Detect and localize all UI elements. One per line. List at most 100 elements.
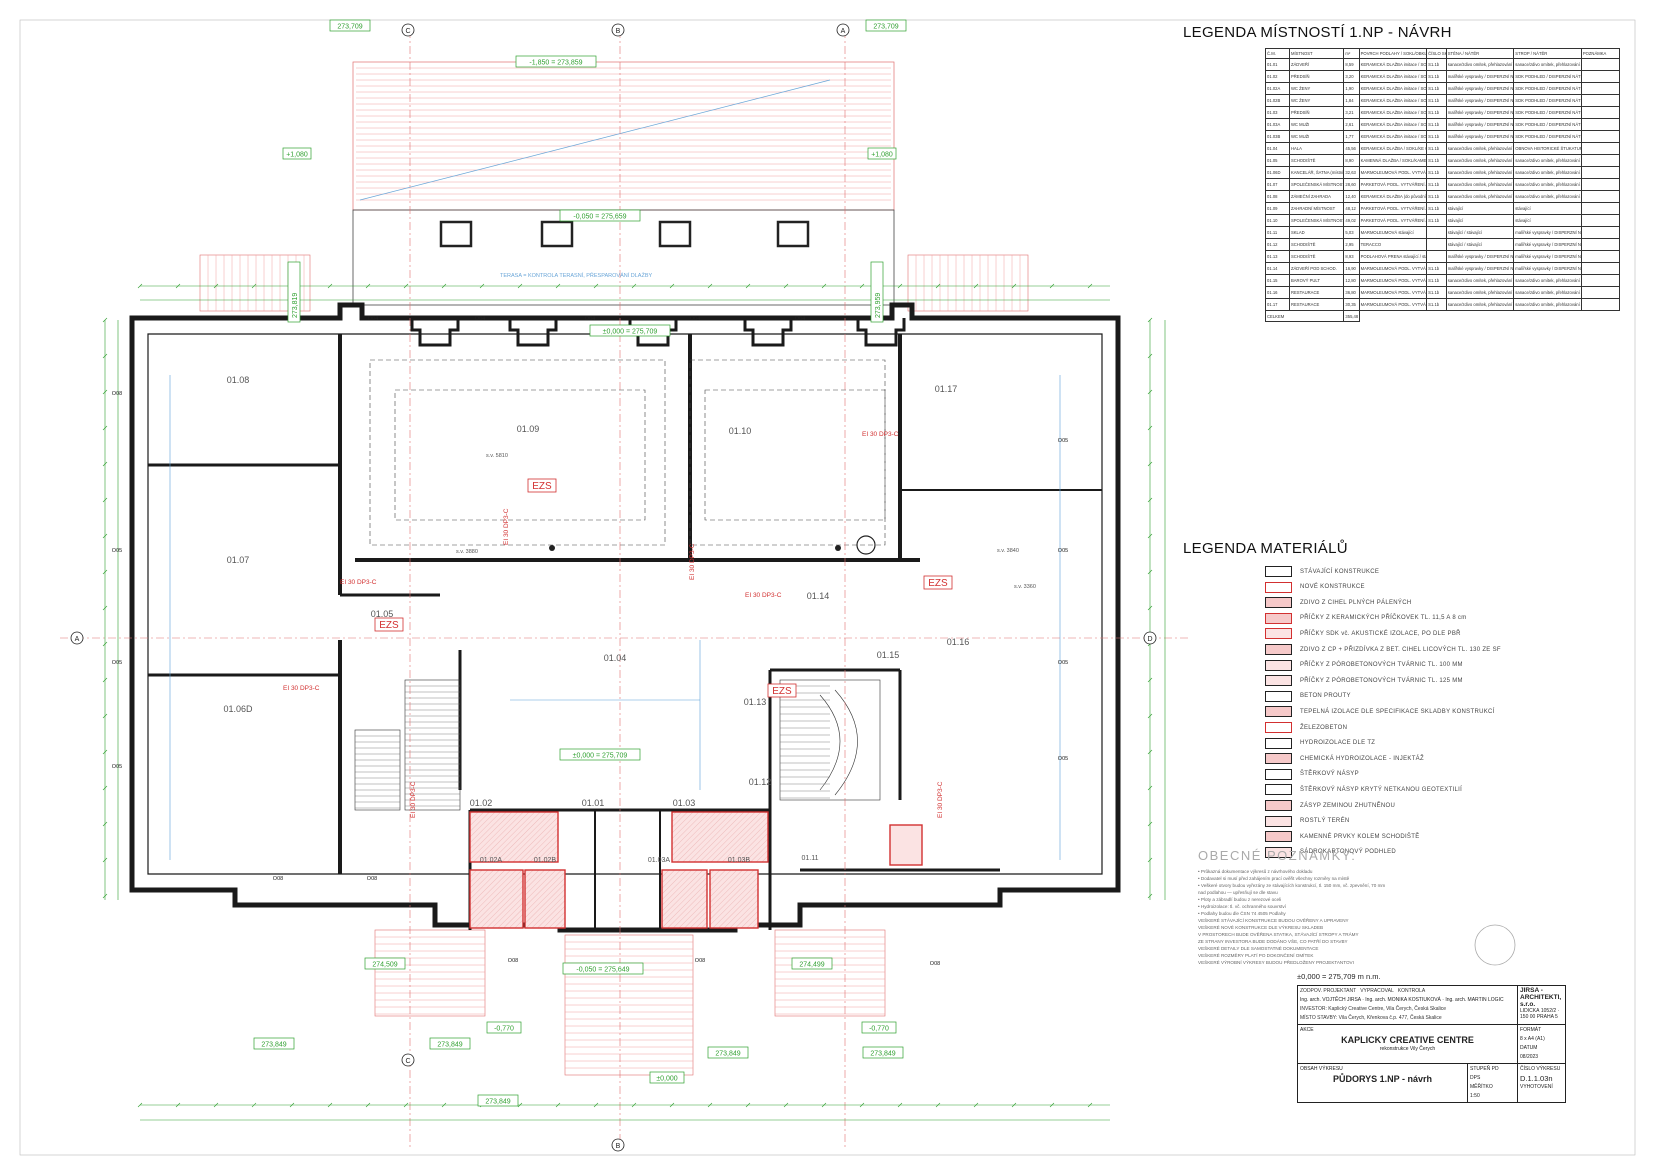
table-cell: malířské vyspravky / DISPERZNÍ NÁTĚR [1445,70,1515,84]
table-cell: malířské vyspravky / DISPERZNÍ NÁTĚR [1513,238,1582,252]
table-cell: TERACCO [1358,238,1428,252]
terrace-vents [439,220,810,248]
level-label: 273,959 [875,293,882,318]
table-cell [1426,238,1447,252]
side-stairs [199,254,1029,1076]
level-label: -0,050 = 275,659 [573,214,626,221]
number-label: ČÍSLO VÝKRESU [1520,1066,1561,1072]
building-walls [129,302,1121,933]
table-cell [1580,262,1621,276]
annotation-lines [169,375,1061,860]
table-cell: 01.02B [1265,94,1290,108]
table-cell: sanace/zdivo omítek, přehlazování / DISP… [1445,58,1515,72]
table-cell: 01.16 [1265,286,1290,300]
table-cell: sanace/zdivo omítek, přehlazování / DISP… [1513,154,1582,168]
table-cell: ZÁMEČNÍ ZAHRADA [1288,190,1345,204]
table-cell: 16,90 [1343,262,1360,276]
notes-list: • Průkazná dokumentace výkresů z návrhov… [1198,868,1385,966]
level-label: -0,770 [869,1026,889,1033]
table-cell [1580,142,1621,156]
level-label: -0,770 [494,1026,514,1033]
table-cell: 1,84 [1343,94,1360,108]
role-check: KONTROLA [1397,988,1426,994]
terrace-note: TERASA = KONTROLA TERASNÍ, PŘESPAROVÁNÍ … [500,271,652,279]
table-cell [1580,82,1621,96]
table-cell: WC ŽENY [1288,94,1345,108]
material-item: ZDIVO Z CP + PŘIZDÍVKA Z BET. CIHEL LICO… [1265,643,1501,656]
table-cell: HALA [1288,142,1345,156]
company-name: JIRSA - ARCHITEKTI, s.r.o. [1520,987,1562,1008]
table-cell: RESTAURACE [1288,286,1345,300]
table-cell: 32,63 [1343,166,1360,180]
room-table-header: STROP / NÁTĚR [1513,47,1582,60]
level-label: 273,709 [873,24,898,31]
ezs-label: EZS [379,620,399,631]
room-label: 01.10 [729,426,752,436]
fire-rating-label: EI 30 DP3-C [503,508,510,545]
material-label: ROSTLÝ TERÉN [1300,818,1350,825]
room-table-header: POZNÁMKA [1580,47,1621,60]
table-cell: 01.15 [1265,274,1290,288]
window-code: O08 [273,876,283,882]
table-cell: S1.1b [1426,298,1447,312]
section-mark: A [75,636,80,643]
material-label: PŘÍČKY Z KERAMICKÝCH PŘÍČKOVEK TL. 11,5 … [1300,615,1467,622]
material-item: ZÁSYP ZEMINOU ZHUTNĚNOU [1265,799,1395,812]
table-cell: 01.04 [1265,142,1290,156]
material-item: ŽELEZOBETON [1265,721,1347,734]
level-label: ±0,000 [656,1076,677,1083]
table-cell: PARKETOVÁ PODL. VYTVÁŘENÍ / DŘEVĚNÉ SOKL… [1358,202,1428,216]
table-cell: KERAMICKÁ DLAŽBA imitace / SOKL/KE OBKLA… [1358,70,1428,84]
table-cell: sanace/zdivo omítek, přehlazování / DISP… [1513,58,1582,72]
table-cell: 48,12 [1343,202,1360,216]
table-cell: S1.1b [1426,58,1447,72]
table-cell: MARMOLEUMOVÁ PODL. VYTVÁŘENÍ / SOKL/LINO… [1358,286,1428,300]
table-cell: PARKETOVÁ PODL. VYTVÁŘENÍ / DŘEVĚNÉ SOKL… [1358,214,1428,228]
room-legend-title: LEGENDA MÍSTNOSTÍ 1.NP - NÁVRH [1183,24,1452,41]
stage-value: DPS [1470,1075,1481,1081]
fire-rating-label: EI 30 DP3-C [862,431,899,438]
window-code: O05 [1058,548,1068,554]
investor: Kaplický Creative Centre, Vila Čerych, Č… [1328,1006,1446,1012]
table-cell: 30,35 [1343,298,1360,312]
material-item: BETON PROUTY [1265,690,1351,703]
table-cell: 01.09 [1265,202,1290,216]
table-cell: 5,03 [1343,226,1360,240]
table-cell: S1.1b [1426,82,1447,96]
material-item: CHEMICKÁ HYDROIZOLACE - INJEKTÁŽ [1265,752,1424,765]
table-cell: 49,02 [1343,214,1360,228]
window-code: O04 [368,316,378,322]
level-label: 273,849 [715,1051,740,1058]
table-cell: SCHODIŠTĚ [1288,154,1345,168]
table-cell: malířské vyspravky / DISPERZNÍ NÁTĚR [1513,250,1582,264]
material-swatch [1265,690,1292,702]
table-cell: S1.1b [1426,286,1447,300]
table-cell: RESTAURACE [1288,298,1345,312]
fire-rating-label: EI 30 DP3-C [689,543,696,580]
room-label: 01.02A [480,857,503,864]
note-line: V PROSTORECH BUDE OVĚŘENA STATIKA, STÁVA… [1198,932,1359,937]
level-label: 274,509 [372,962,397,969]
table-cell: 1,90 [1343,82,1360,96]
date-label: DATUM [1520,1045,1538,1051]
window-code: O05 [112,660,122,666]
project-sub: rekonstrukce Vily Čerych [1379,1046,1436,1052]
table-cell: sanace/zdivo omítek, přehlazování / DISP… [1445,298,1515,312]
fire-rating-label: EI 30 DP3-C [745,592,782,599]
window-code: O04 [475,316,485,322]
note-line: VEŠKERÉ ROZMĚRY PLATÍ PO DOKONČENÍ OMÍTE… [1198,953,1314,958]
table-cell: KERAMICKÁ DLAŽBA imitace / SOKL/KE OBKLA… [1358,130,1428,144]
table-cell: 45,56 [1343,142,1360,156]
table-cell [1580,250,1621,264]
table-cell: 01.02 [1265,70,1290,84]
drawing-name: PŮDORYS 1.NP - návrh [1332,1074,1433,1084]
room-label: 01.09 [517,424,540,434]
material-item: NOVÉ KONSTRUKCE [1265,581,1365,594]
note-line: • Ploty a zábradlí budou z nerezové ocel… [1198,897,1282,902]
